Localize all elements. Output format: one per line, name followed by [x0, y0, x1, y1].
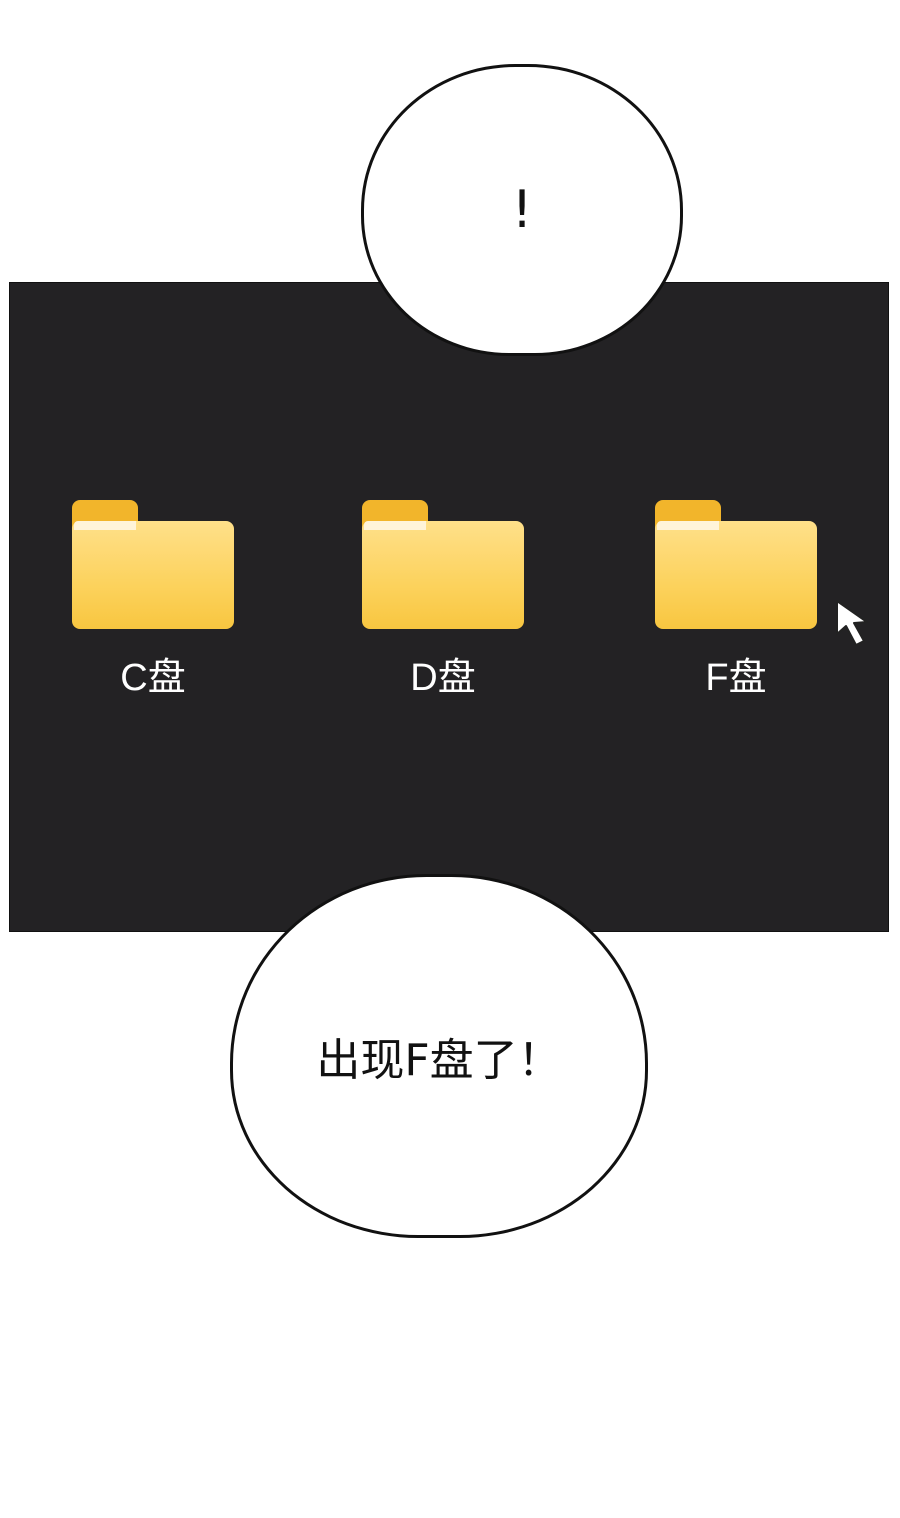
drive-label: F盘 [705, 657, 767, 699]
mouse-pointer-icon [836, 600, 868, 646]
bubble-text: ! [511, 180, 533, 240]
drive-label: C盘 [120, 657, 186, 699]
speech-bubble-bottom: 出现F盘了！ [230, 874, 648, 1238]
folder-icon [362, 500, 524, 630]
drive-c[interactable]: C盘 [71, 500, 235, 701]
folder-icon [72, 500, 234, 630]
folder-icon [655, 500, 817, 630]
drive-label: D盘 [410, 657, 476, 699]
drive-f[interactable]: F盘 [654, 500, 818, 701]
speech-bubble-top: ! [361, 64, 683, 356]
bubble-text: 出现F盘了！ [316, 1035, 562, 1086]
drive-d[interactable]: D盘 [361, 500, 525, 701]
